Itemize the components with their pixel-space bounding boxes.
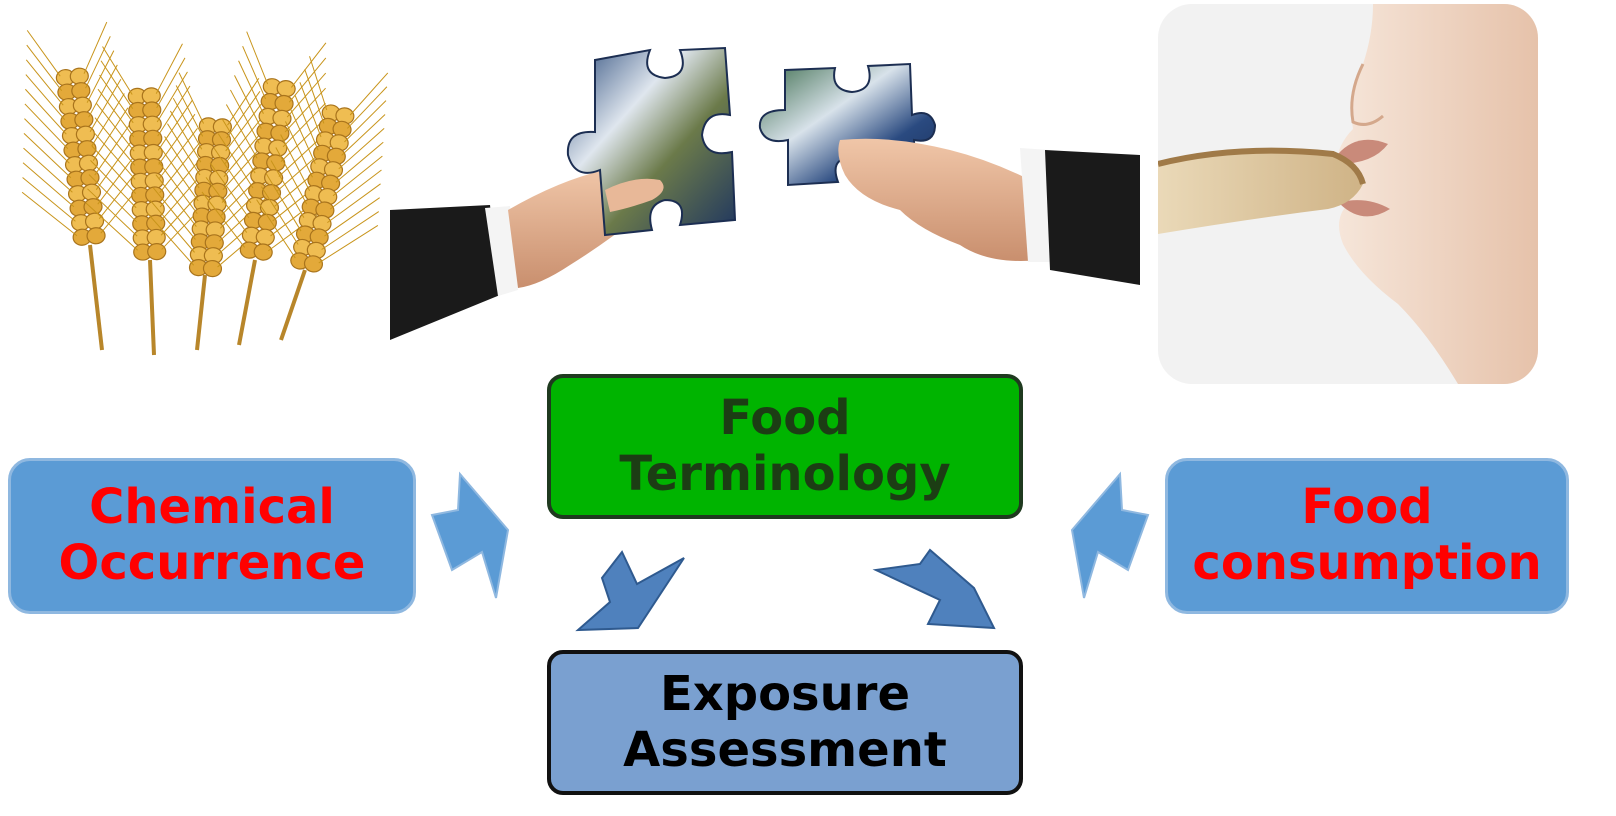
wheat-ear <box>21 21 146 246</box>
chemical-occurrence-line2: Occurrence <box>58 535 366 591</box>
arrow-consumption-to-terminology <box>1070 471 1150 599</box>
person-eating-photo <box>1158 4 1538 384</box>
wheat-illustration <box>21 21 389 356</box>
arrow-terminology-to-exposure-right <box>872 548 996 630</box>
food-terminology-box: Food Terminology <box>547 374 1023 519</box>
exposure-assessment-line1: Exposure <box>659 665 911 722</box>
food-terminology-line1: Food <box>719 389 851 446</box>
wheat-ear <box>201 31 327 261</box>
food-consumption-line2: consumption <box>1192 535 1542 591</box>
arrow-terminology-to-exposure-left <box>575 550 685 632</box>
chemical-occurrence-line1: Chemical <box>89 479 335 536</box>
wheat-ear <box>146 72 272 278</box>
wheat-ear <box>85 43 211 261</box>
food-terminology-line2: Terminology <box>619 445 951 502</box>
chemical-occurrence-box: Chemical Occurrence <box>8 458 416 614</box>
food-consumption-line1: Food <box>1301 479 1433 536</box>
exposure-assessment-line2: Assessment <box>623 721 947 778</box>
arrow-chemical-to-terminology <box>430 471 510 599</box>
food-consumption-box: Food consumption <box>1165 458 1569 614</box>
wheat-ear <box>256 56 389 273</box>
puzzle-hands-photo <box>390 46 1140 340</box>
exposure-assessment-box: Exposure Assessment <box>547 650 1023 795</box>
